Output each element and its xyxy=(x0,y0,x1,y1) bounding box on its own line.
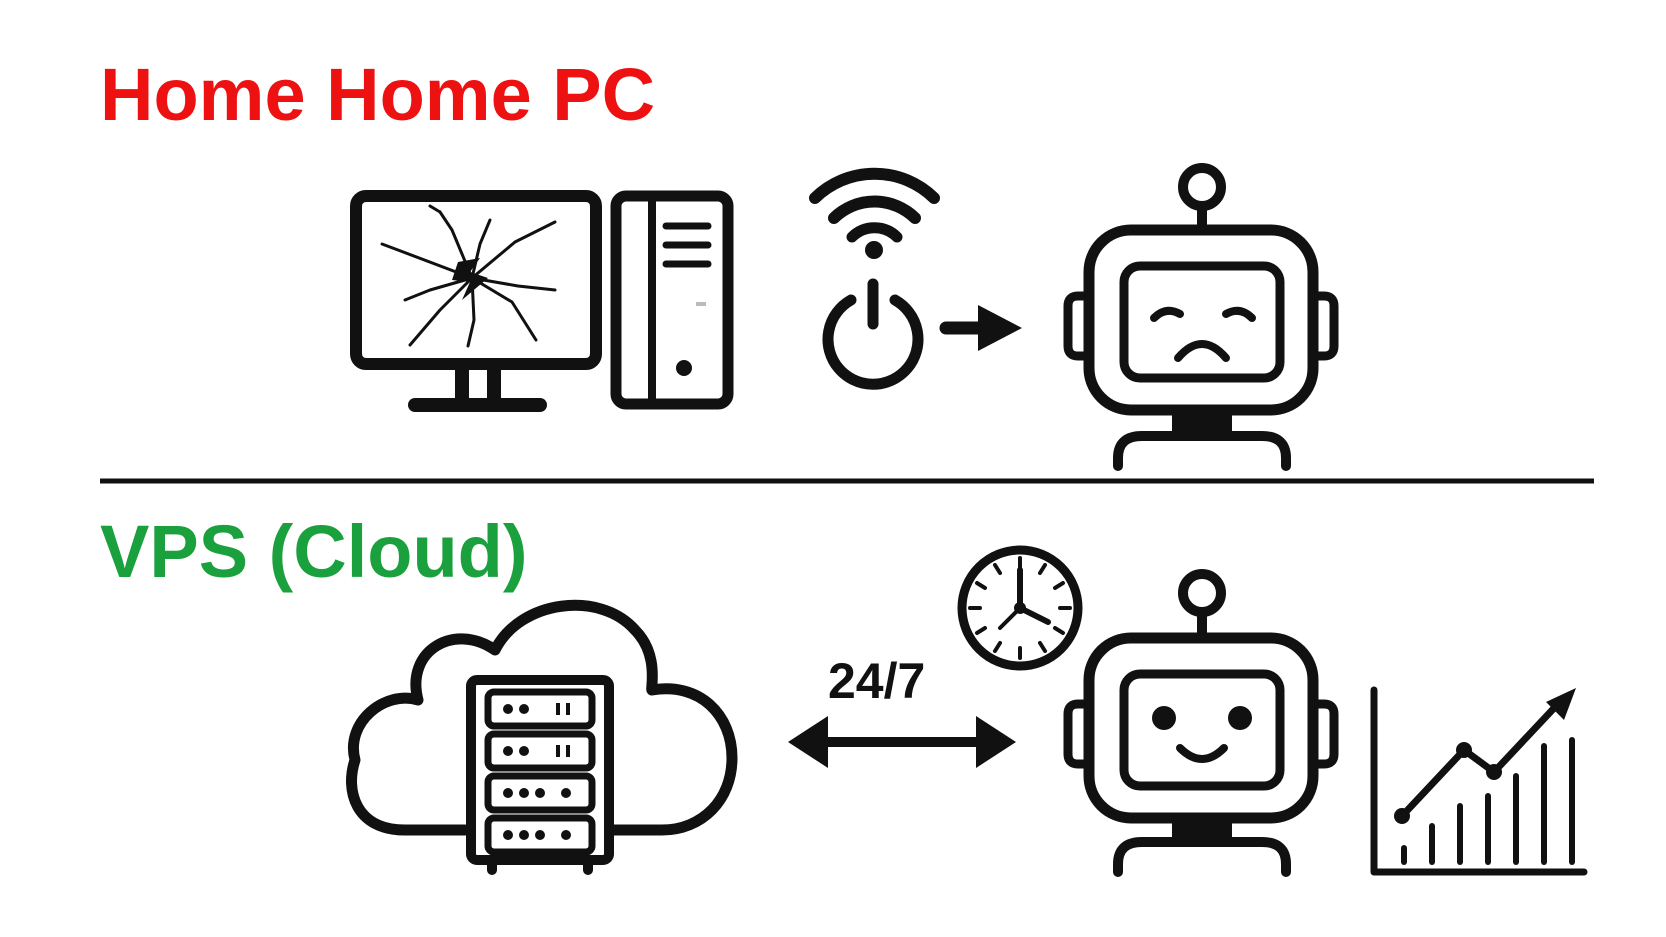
sad-robot-icon xyxy=(1063,163,1339,471)
cloud-server-icon xyxy=(346,599,738,875)
vps-cloud-title: VPS (Cloud) xyxy=(100,510,528,593)
power-icon xyxy=(822,278,924,390)
uptime-label: 24/7 xyxy=(828,653,925,709)
server-unit xyxy=(484,814,596,856)
clock-icon xyxy=(957,545,1083,671)
broken-monitor-icon xyxy=(350,190,602,412)
double-arrow-icon xyxy=(788,716,1016,768)
pc-tower-icon xyxy=(610,190,734,410)
server-unit xyxy=(484,730,596,772)
wifi-icon xyxy=(809,167,940,259)
server-unit xyxy=(484,772,596,814)
growth-chart-icon xyxy=(1370,686,1588,876)
home-pc-title: Home Home PC xyxy=(100,53,656,136)
server-unit xyxy=(484,688,596,730)
happy-robot-icon xyxy=(1063,569,1339,877)
arrow-right-icon xyxy=(939,305,1022,351)
